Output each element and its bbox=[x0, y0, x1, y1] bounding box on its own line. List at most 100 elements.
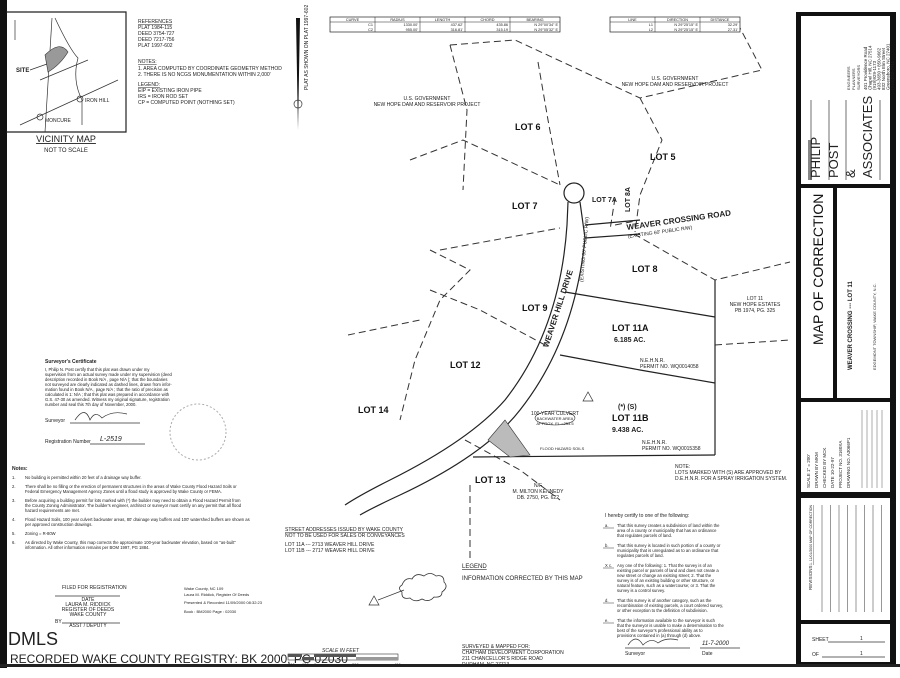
permit-label: PERMIT NO. WQ0014058 bbox=[640, 364, 699, 370]
note-item: 1. AREA COMPUTED BY COORDINATE GEOMETRY … bbox=[138, 66, 282, 72]
project-info: DRAWING NO. A3066P1 bbox=[846, 437, 851, 488]
reference-item: PLAT 1984-115 bbox=[138, 25, 172, 31]
certification-option: e. bbox=[605, 618, 609, 623]
cul-de-sac bbox=[563, 182, 585, 204]
firm-address: 832 North Elm Street bbox=[881, 47, 886, 90]
note-text: Before acquiring a building permit for l… bbox=[25, 498, 242, 513]
legend-heading: LEGEND bbox=[462, 564, 487, 570]
revision-cloud-icon bbox=[399, 573, 447, 602]
adjoiner-label: DB. 2750, PG. 622 bbox=[517, 495, 559, 501]
culvert-note: BACKWATER AREA bbox=[537, 416, 574, 421]
table-header: RADIUS bbox=[390, 18, 405, 22]
revision-entry: 1. 11/01/2000 MAP OF CORRECTION bbox=[809, 505, 813, 565]
registration-line: ASST / DEPUTY bbox=[69, 623, 107, 629]
note-number: 2. bbox=[12, 484, 16, 489]
lot-label: LOT 9 bbox=[522, 303, 548, 313]
street-address: LOT 11A --- 2713 WEAVER HILL DRIVE bbox=[285, 542, 375, 548]
certificate-line: I, Philip N. Post certify that this plat… bbox=[45, 367, 150, 372]
table-cell: N 29°25'15" E bbox=[674, 23, 698, 27]
sheet-label: SHEET bbox=[812, 637, 829, 643]
scale-tick: 200 bbox=[352, 662, 359, 667]
certification-text: That this survey is of another category,… bbox=[617, 598, 723, 613]
certification-option: b. bbox=[605, 543, 609, 548]
surveyed-for-line: CHATHAM DEVELOPMENT CORPORATION bbox=[462, 650, 564, 656]
note-number: 1. bbox=[12, 475, 16, 480]
culvert-note: 100-YEAR CULVERT bbox=[531, 411, 579, 417]
lots-note: LOTS MARKED WITH (S) ARE APPROVED BY bbox=[675, 470, 782, 476]
project-info: CHECKED BY MCK bbox=[822, 448, 827, 488]
delta-warning-icon bbox=[582, 391, 594, 402]
surveyed-for: SURVEYED & MAPPED FOR: CHATHAM DEVELOPME… bbox=[462, 644, 564, 668]
recording-stamp: Presented & Recorded 11/09/2000 08:32:23 bbox=[184, 600, 263, 605]
lots-note: NOTE: bbox=[675, 464, 690, 470]
firm-address: Chapel Hill, NC 27514 bbox=[868, 45, 873, 90]
north-arrow-icon bbox=[296, 18, 300, 130]
legend-item: CP = COMPUTED POINT (NOTHING SET) bbox=[138, 100, 235, 106]
table-header: DIRECTION bbox=[667, 18, 688, 22]
registration-label: Registration Number bbox=[45, 439, 91, 445]
date-label: Date bbox=[702, 651, 713, 657]
permit-label: PERMIT NO. WQ0015358 bbox=[642, 446, 701, 452]
firm-service: SURVEYORS bbox=[856, 65, 861, 90]
scale-tick: 0 bbox=[314, 662, 317, 667]
north-arrow-text: PLAT AS SHOWN ON PLAT 1997-602 bbox=[304, 5, 310, 90]
table-cell: C2 bbox=[368, 28, 373, 32]
street-addresses-subheading: NOT TO BE USED FOR SALES OR CONVEYANCES bbox=[285, 533, 405, 539]
gov-label: U.S. GOVERNMENT bbox=[652, 76, 699, 82]
certificate-line: calculated is 1: N/A ; that this plat wa… bbox=[45, 392, 170, 397]
legend-heading: LEGEND: bbox=[138, 82, 160, 88]
table-cell: N 29°00'34" E bbox=[534, 23, 558, 27]
registration-number: L-2519 bbox=[100, 436, 122, 443]
lot-area: 6.185 AC. bbox=[614, 337, 645, 344]
table-header: LINE bbox=[628, 18, 637, 22]
firm-address: Greensboro, NC 27401 bbox=[886, 43, 891, 90]
table-header: BEARING bbox=[526, 18, 543, 22]
lot-label: LOT 14 bbox=[358, 405, 389, 415]
site-hatch bbox=[44, 46, 69, 73]
lot-labels: U.S. GOVERNMENT NEW HOPE DAM AND RESERVO… bbox=[358, 76, 787, 501]
adjoiner-label: M. MILTON KENNEDY bbox=[513, 489, 565, 495]
table-cell: L2 bbox=[649, 28, 653, 32]
surveyor-label: Surveyor bbox=[45, 418, 65, 424]
vicinity-map-title: VICINITY MAP bbox=[36, 134, 96, 144]
project-info: PROJECT NO. 3160XA bbox=[838, 441, 843, 488]
certification-text: That this survey creates a subdivision o… bbox=[617, 523, 720, 538]
certification-text: That this survey is located in such port… bbox=[617, 543, 721, 558]
registration-heading: FILED FOR REGISTRATION bbox=[62, 585, 127, 591]
adjoiner-label: NEW HOPE ESTATES bbox=[730, 302, 781, 308]
firm-name: ASSOCIATES bbox=[860, 96, 875, 178]
site-label: SITE bbox=[16, 68, 29, 74]
curve-table: CURVEC1C2RADIUS1330.00'955.00'LENGTH437.… bbox=[329, 16, 561, 33]
table-cell: 435.86 bbox=[496, 23, 508, 27]
scale-tick: 200 bbox=[288, 662, 295, 667]
lots-note: D.E.H.N.R. FOR A SPRAY IRRIGATION SYSTEM… bbox=[675, 476, 787, 482]
note-number: 6. bbox=[12, 540, 16, 545]
project-info: DRAWN BY MKM bbox=[814, 452, 819, 488]
legend-item: IRS = IRON ROD SET bbox=[138, 94, 188, 100]
legend-item: EIP = EXISTING IRON PIPE bbox=[138, 88, 202, 94]
road-row-label: (EXISTING 60' PUBLIC R/W) bbox=[579, 216, 591, 282]
street-addresses-heading: STREET ADDRESSES ISSUED BY WAKE COUNTY bbox=[285, 527, 404, 533]
references: REFERENCES PLAT 1984-115 DEED 3754-727 D… bbox=[138, 19, 282, 106]
note-text: As directed by Wake County, this map cor… bbox=[25, 540, 236, 550]
registration-line: LAURA M. RIDDICK bbox=[65, 602, 111, 608]
firm-service: ENGINEERS bbox=[846, 66, 851, 90]
table-header: DISTANCE bbox=[711, 18, 730, 22]
certificate-line: supervision from an actual survey made u… bbox=[45, 372, 173, 377]
recording-stamp: Book : BM2000 Page : 02030 bbox=[184, 609, 237, 614]
certification-text: Any one of the following: 1. That the su… bbox=[617, 563, 719, 593]
certificate-line: mation found in Book N/A , page N/A ; th… bbox=[45, 387, 168, 392]
reference-item: DEED 7217-756 bbox=[138, 37, 175, 43]
place-label: MONCURE bbox=[45, 118, 71, 124]
surveyor-seal bbox=[169, 403, 227, 461]
note-number: 4. bbox=[12, 517, 16, 522]
table-cell: 316.81' bbox=[451, 28, 464, 32]
north-arrow: PLAT AS SHOWN ON PLAT 1997-602 bbox=[293, 5, 310, 130]
flood-label: FLOOD HAZARD SOILS bbox=[540, 446, 585, 451]
certification-option: d. bbox=[605, 598, 609, 603]
table-cell: 27.31' bbox=[728, 28, 739, 32]
surveyor-signature bbox=[74, 412, 128, 421]
lot-mark: (*) (S) bbox=[618, 404, 637, 411]
registration-line: DATE bbox=[82, 597, 96, 603]
